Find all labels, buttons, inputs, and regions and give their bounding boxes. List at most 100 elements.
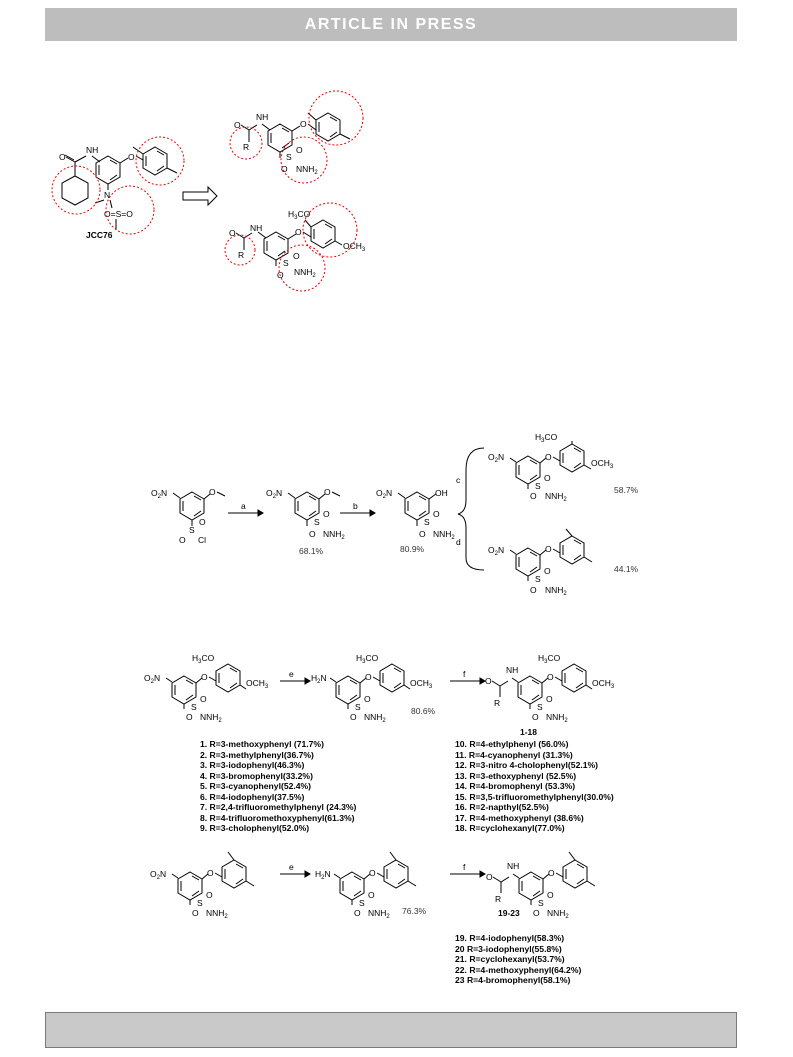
o-label: O xyxy=(207,868,214,878)
och3-label: OCH3 xyxy=(410,678,433,690)
list-item: 12. R=3-nitro 4-cholophenyl(52.1%) xyxy=(455,760,599,770)
o-label: O xyxy=(192,908,199,918)
s-label: S xyxy=(538,898,544,908)
list-item: 10. R=4-ethylphenyl (56.0%) xyxy=(455,739,569,749)
o-label: O xyxy=(309,529,316,539)
list-item: 15. R=3,5-trifluoromethylphenyl(30.0%) xyxy=(455,791,614,802)
s-label: S xyxy=(535,574,541,584)
list-item: 2. R=3-methylphenyl(36.7%) xyxy=(200,749,314,760)
h2n-label: H2N xyxy=(311,673,327,685)
o-label: O xyxy=(545,544,552,554)
o-label: O xyxy=(324,487,331,497)
step-a: a xyxy=(241,501,246,511)
s-label: S xyxy=(189,525,195,535)
o-label: O xyxy=(548,868,555,878)
lead-compound-label: JCC76 xyxy=(86,230,113,240)
yield-44-1: 44.1% xyxy=(614,564,639,574)
compound-list-left: 1. R=3-methoxyphenyl (71.7%) 2. R=3-meth… xyxy=(200,739,356,834)
h3co-label: H3CO xyxy=(538,653,561,665)
o-label: O xyxy=(295,227,302,237)
r-label: R xyxy=(495,894,501,904)
list-item: 14. R=4-bromophenyl (53.3%) xyxy=(455,781,576,791)
step-e-2: e xyxy=(289,862,294,872)
nh2-label: NNH2 xyxy=(433,529,455,541)
compound-list-19-23: 19. R=4-iodophenyl(58.3%) 20 R=3-iodophe… xyxy=(455,933,581,986)
nh-label: NH xyxy=(507,861,519,871)
o2n-label: O2N xyxy=(144,673,160,685)
lead-compound-jcc76: O NH O N O=S=O JCC76 xyxy=(51,136,185,240)
och3-label: OCH3 xyxy=(591,458,614,470)
o-label: O xyxy=(485,676,492,686)
o-label: O xyxy=(199,517,206,527)
o2n-label: O2N xyxy=(488,545,504,557)
footer-citation-box xyxy=(45,1012,737,1048)
o-label: O xyxy=(433,509,440,519)
o2n-label: O2N xyxy=(376,488,392,500)
h3co-label: H3CO xyxy=(356,653,379,665)
h3co-label: H3CO xyxy=(535,432,558,444)
list-item: 4. R=3-bromophenyl(33.2%) xyxy=(200,770,313,781)
o-label: O xyxy=(209,487,216,497)
nh-label: NH xyxy=(506,665,518,675)
compound-range-1-18: 1-18 xyxy=(520,727,537,737)
compound-list-right: 10. R=4-ethylphenyl (56.0%) 11. R=4-cyan… xyxy=(455,739,614,834)
o-label: O xyxy=(350,712,357,722)
och3-label: OCH3 xyxy=(343,241,366,253)
list-item: 19. R=4-iodophenyl(58.3%) xyxy=(455,933,565,943)
s-label: S xyxy=(283,258,289,268)
amide-nh-label: NH xyxy=(86,145,98,155)
nh2-label: NNH2 xyxy=(294,267,316,279)
o-label: O xyxy=(364,694,371,704)
list-item: 11. R=4-cyanophenyl (31.3%) xyxy=(455,749,573,760)
list-item: 13. R=3-ethoxyphenyl (52.5%) xyxy=(455,770,577,781)
ether-o-label: O xyxy=(128,152,135,162)
nh2-label: NNH2 xyxy=(296,164,318,176)
o-label: O xyxy=(296,145,303,155)
list-item: 21. R=cyclohexanyl(53.7%) xyxy=(455,954,565,964)
o-label: O xyxy=(201,672,208,682)
yield-58-7: 58.7% xyxy=(614,485,639,495)
oh-label: OH xyxy=(435,488,448,498)
o-label: O xyxy=(281,164,288,174)
s-label: S xyxy=(191,702,197,712)
o-label: O xyxy=(530,585,537,595)
scheme3: O2N O S O O NNH2 e H2N O xyxy=(150,851,596,920)
nh2-label: NNH2 xyxy=(200,712,222,724)
s-label: S xyxy=(197,898,203,908)
och3-label: OCH3 xyxy=(246,678,269,690)
nh2-label: NNH2 xyxy=(206,908,228,920)
o-label: O xyxy=(544,473,551,483)
nh-label: NH xyxy=(256,112,268,122)
o-label: O xyxy=(544,566,551,576)
nh2-label: NNH2 xyxy=(368,908,390,920)
yield-76-3: 76.3% xyxy=(402,906,427,916)
o-label: O xyxy=(547,672,554,682)
o-label: O xyxy=(229,228,236,238)
o-label: O xyxy=(486,872,493,882)
list-item: 9. R=3-cholophenyl(52.0%) xyxy=(200,823,310,833)
yield-68: 68.1% xyxy=(299,546,324,556)
list-item: 5. R=3-cyanophenyl(52.4%) xyxy=(200,781,312,791)
nh2-label: NNH2 xyxy=(547,908,569,920)
step-c: c xyxy=(456,475,461,485)
o-label: O xyxy=(365,672,372,682)
list-item: 20 R=3-iodophenyl(55.8%) xyxy=(455,943,562,954)
list-item: 6. R=4-iodophenyl(37.5%) xyxy=(200,791,305,802)
step-e: e xyxy=(289,669,294,679)
banner-text: ARTICLE IN PRESS xyxy=(304,15,478,33)
r-label: R xyxy=(243,142,249,152)
o-label: O xyxy=(419,529,426,539)
nh2-label: NNH2 xyxy=(545,491,567,503)
design-arrow xyxy=(182,185,218,207)
o2n-label: O2N xyxy=(266,488,282,500)
o-label: O xyxy=(186,712,193,722)
o-label: O xyxy=(532,712,539,722)
yield-80-9: 80.9% xyxy=(400,544,425,554)
step-f-2: f xyxy=(463,862,466,872)
nh2-label: NNH2 xyxy=(545,585,567,597)
o-label: O xyxy=(354,908,361,918)
o-label: O xyxy=(368,890,375,900)
o-label: O xyxy=(323,509,330,519)
s-label: S xyxy=(359,898,365,908)
list-item: 17. R=4-methoxyphenyl (38.6%) xyxy=(455,812,584,823)
